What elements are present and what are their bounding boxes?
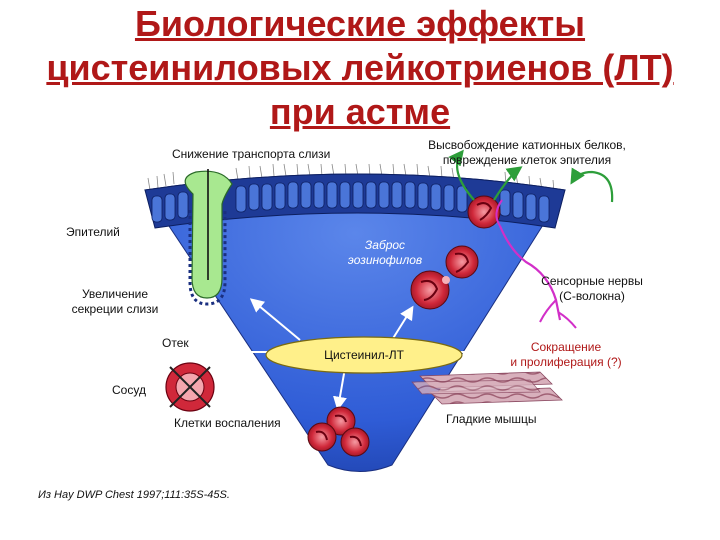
label-edema: Отек <box>162 336 189 350</box>
vessel-icon <box>165 362 215 412</box>
label-contraction-line-2: и пролиферация (?) <box>510 355 622 369</box>
eosinophil-cluster <box>410 245 479 310</box>
title-line-2: цистеиниловых лейкотриенов (ЛТ) <box>46 47 674 88</box>
sensory-nerve <box>498 225 562 321</box>
page-title: Биологические эффекты цистеиниловых лейк… <box>0 2 720 134</box>
label-sensory-line-2: (С-волокна) <box>559 289 625 303</box>
smooth-muscle-icon <box>411 371 563 405</box>
label-inflammatory-cells: Клетки воспаления <box>174 416 281 430</box>
label-contraction-line-1: Сокращение <box>530 340 602 354</box>
source-citation: Из Hay DWP Chest 1997;111:35S-45S. <box>38 489 230 501</box>
sensory-nerve-top <box>495 199 503 227</box>
label-mucus-secretion: Увеличение секреции слизи <box>60 287 170 317</box>
label-smooth-muscle: Гладкие мышцы <box>446 412 537 426</box>
label-mucus-transport: Снижение транспорта слизи <box>172 147 331 161</box>
label-sensory-line-1: Сенсорные нервы <box>541 274 643 288</box>
label-mucus-secretion-line-2: секреции слизи <box>71 302 159 316</box>
label-sensory-nerves: Сенсорные нервы (С-волокна) <box>522 274 662 304</box>
label-cationic-release: Высвобождение катионных белков, поврежде… <box>392 138 662 168</box>
title-line-3: при астме <box>269 91 451 132</box>
inflammatory-cells-icon <box>307 406 370 457</box>
arrow-cationic-release-left <box>448 149 475 201</box>
label-eosinophil-line-2: эозинофилов <box>347 253 423 267</box>
arrow-to-epithelium <box>570 167 614 203</box>
title-line-1: Биологические эффекты <box>134 3 586 44</box>
arrow-eosinophil-influx <box>391 305 414 341</box>
label-cysteinyl-lt: Цистеинил-ЛТ <box>324 348 404 362</box>
label-vessel: Сосуд <box>112 383 146 397</box>
label-cationic-release-line-1: Высвобождение катионных белков, <box>428 138 626 152</box>
sensory-nerve-branch-2 <box>557 311 577 329</box>
center-ellipse[interactable] <box>265 336 463 374</box>
label-cationic-release-line-2: повреждение клеток эпителия <box>442 153 612 167</box>
label-epithelium: Эпителий <box>66 225 120 239</box>
epithelial-cells <box>151 181 550 223</box>
arrow-mucus-secretion <box>249 298 301 341</box>
arrow-cationic-release-right <box>493 166 523 201</box>
label-mucus-secretion-line-1: Увеличение <box>81 287 149 301</box>
label-eosinophil-influx: Заброс эозинофилов <box>330 238 440 268</box>
label-eosinophil-line-1: Заброс <box>364 238 406 252</box>
label-contraction: Сокращение и пролиферация (?) <box>486 340 646 370</box>
eosinophil-top <box>467 195 501 229</box>
arrow-inflammatory-cells <box>333 367 347 411</box>
sensory-nerve-branch-1 <box>539 299 557 323</box>
